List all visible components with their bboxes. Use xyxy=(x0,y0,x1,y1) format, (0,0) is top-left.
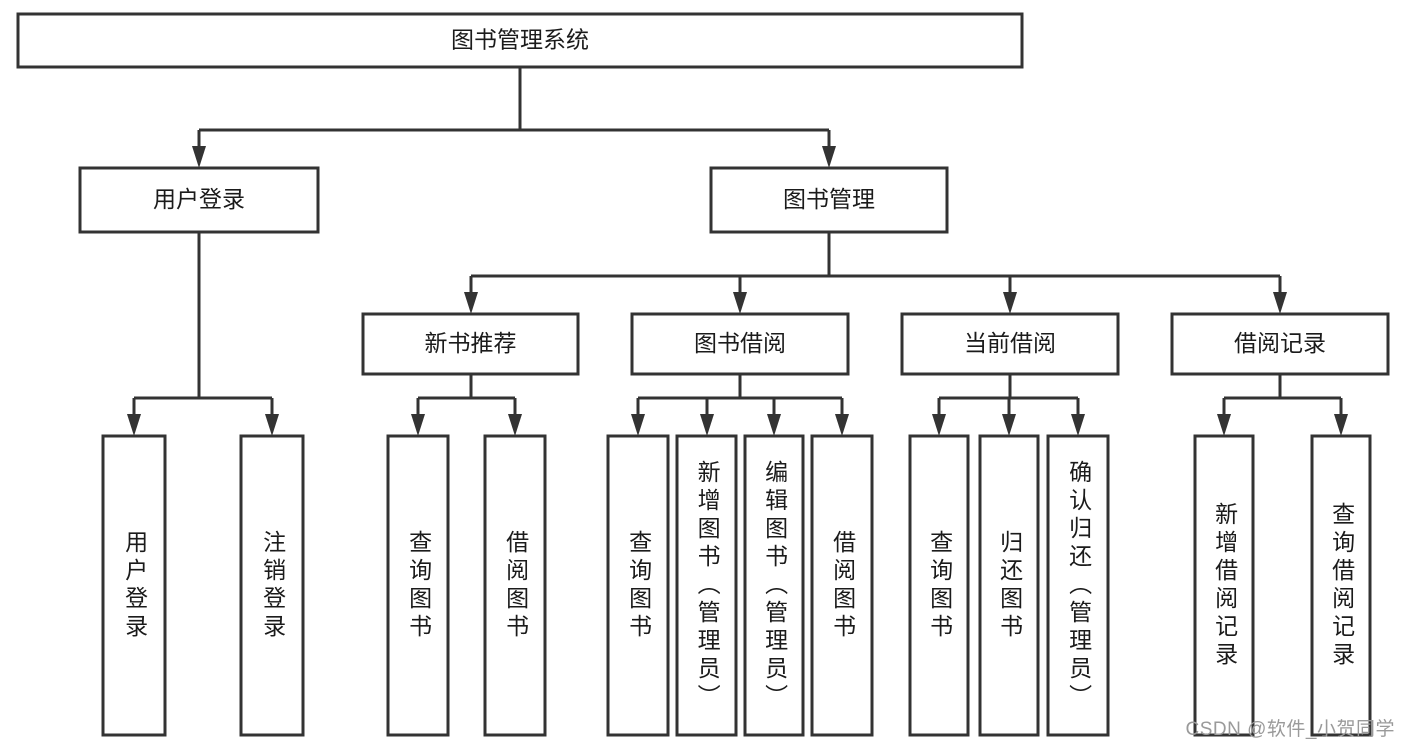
node-book-borrow[interactable]: 图书借阅 xyxy=(630,312,850,376)
edge-group-root xyxy=(192,67,836,168)
leaf-node-leaf-add-borrow-record[interactable] xyxy=(1193,434,1255,737)
node-user-login[interactable]: 用户登录 xyxy=(78,166,320,234)
arrow-head-icon xyxy=(1003,292,1017,314)
leaf-node-leaf-user-login[interactable] xyxy=(101,434,167,737)
arrow-head-icon xyxy=(700,414,714,436)
leaf-node-leaf-query-book-cur[interactable] xyxy=(908,434,970,737)
leaf-node-leaf-add-book[interactable] xyxy=(675,434,738,737)
node-label-new-book-recommend: 新书推荐 xyxy=(425,330,517,356)
node-root[interactable]: 图书管理系统 xyxy=(16,12,1024,69)
arrow-head-icon xyxy=(265,414,279,436)
edge-group-book-borrow xyxy=(631,374,849,436)
node-new-book-recommend[interactable]: 新书推荐 xyxy=(361,312,580,376)
node-label-current-borrow: 当前借阅 xyxy=(964,330,1056,356)
arrow-head-icon xyxy=(192,146,206,168)
node-label-root: 图书管理系统 xyxy=(451,27,589,53)
arrow-head-icon xyxy=(822,146,836,168)
arrow-head-icon xyxy=(1071,414,1085,436)
node-label-book-borrow: 图书借阅 xyxy=(694,330,786,356)
arrow-head-icon xyxy=(932,414,946,436)
node-label-user-login: 用户登录 xyxy=(153,186,245,212)
edge-group-book-manage xyxy=(464,232,1287,314)
node-label-book-manage: 图书管理 xyxy=(783,186,875,212)
arrow-head-icon xyxy=(767,414,781,436)
arrow-head-icon xyxy=(508,414,522,436)
node-current-borrow[interactable]: 当前借阅 xyxy=(900,312,1120,376)
leaf-node-leaf-borrow-book-bor[interactable] xyxy=(810,434,874,737)
node-borrow-record[interactable]: 借阅记录 xyxy=(1170,312,1390,376)
leaf-node-leaf-query-book-rec[interactable] xyxy=(386,434,450,737)
leaf-node-leaf-return-book[interactable] xyxy=(978,434,1040,737)
leaf-node-leaf-edit-book[interactable] xyxy=(743,434,805,737)
arrow-head-icon xyxy=(1002,414,1016,436)
arrow-head-icon xyxy=(835,414,849,436)
arrow-head-icon xyxy=(1273,292,1287,314)
leaf-node-leaf-query-book-bor[interactable] xyxy=(606,434,670,737)
node-label-borrow-record: 借阅记录 xyxy=(1234,330,1326,356)
edge-group-current-borrow xyxy=(932,374,1085,436)
edge-group-new-book-recommend xyxy=(411,374,522,436)
arrow-head-icon xyxy=(464,292,478,314)
arrow-head-icon xyxy=(1217,414,1231,436)
arrow-head-icon xyxy=(1334,414,1348,436)
leaf-node-leaf-user-logout[interactable] xyxy=(239,434,305,737)
watermark-text: CSDN @软件_小贺同学 xyxy=(1185,719,1395,740)
arrow-head-icon xyxy=(631,414,645,436)
arrow-head-icon xyxy=(411,414,425,436)
arrow-head-icon xyxy=(733,292,747,314)
edge-group-user-login xyxy=(127,232,279,436)
arrow-head-icon xyxy=(127,414,141,436)
connector-edges-layer xyxy=(127,67,1348,436)
node-book-manage[interactable]: 图书管理 xyxy=(709,166,949,234)
leaf-node-leaf-confirm-return[interactable] xyxy=(1046,434,1110,737)
edge-group-borrow-record xyxy=(1217,374,1348,436)
leaf-node-leaf-query-borrow-record[interactable] xyxy=(1310,434,1372,737)
leaf-node-leaf-borrow-book-rec[interactable] xyxy=(483,434,547,737)
